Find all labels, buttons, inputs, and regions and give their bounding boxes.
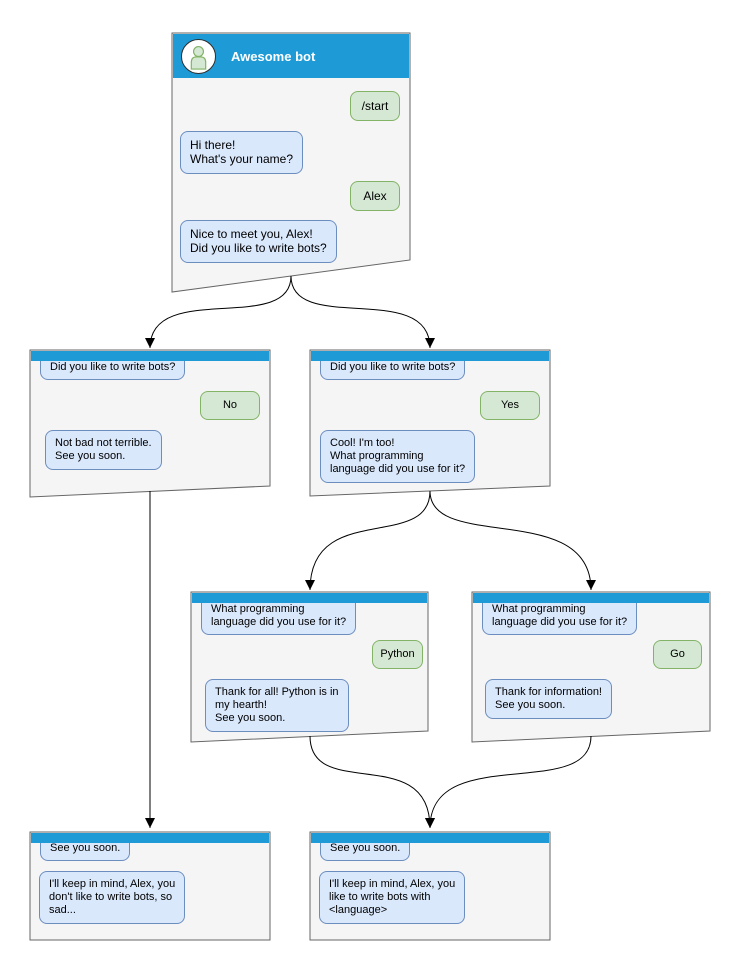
person-icon	[190, 45, 207, 70]
window-header-bar	[31, 351, 269, 361]
bot-message-bubble: Cool! I'm too! What programming language…	[320, 430, 476, 483]
bot-message-bubble: Hi there! What's your name?	[180, 131, 304, 174]
bot-message-bubble: What programming language did you use fo…	[482, 598, 638, 635]
bot-message-bubble: What programming language did you use fo…	[201, 598, 357, 635]
user-message-bubble: Python	[372, 640, 423, 669]
bot-title: Awesome bot	[231, 48, 316, 64]
window-header-bar	[473, 593, 709, 603]
window-header-bar	[31, 833, 269, 843]
connector-go-to-farewell-yes	[425, 735, 592, 829]
user-message-bubble: Yes	[480, 391, 540, 420]
window-header-bar	[311, 351, 549, 361]
bot-message-bubble: Nice to meet you, Alex! Did you like to …	[180, 220, 337, 263]
user-message-bubble: No	[200, 391, 260, 420]
user-message-bubble: Go	[653, 640, 702, 669]
window-header-bar	[311, 833, 549, 843]
user-message-bubble: /start	[350, 91, 400, 121]
bot-message-bubble: Not bad not terrible. See you soon.	[45, 430, 162, 470]
window-header-bar	[192, 593, 427, 603]
bot-message-bubble: I'll keep in mind, Alex, you like to wri…	[319, 871, 466, 924]
avatar	[181, 38, 216, 74]
bot-message-bubble: I'll keep in mind, Alex, you don't like …	[39, 871, 186, 924]
connector-root-to-no	[145, 275, 292, 349]
connector-yes-to-python	[305, 490, 431, 591]
bot-message-bubble: Thank for all! Python is in my hearth! S…	[205, 679, 349, 732]
bot-message-bubble: Thank for information! See you soon.	[485, 679, 612, 719]
chat-window-header: Awesome bot	[173, 34, 409, 78]
connector-yes-to-go	[429, 490, 596, 591]
connector-root-to-yes	[290, 275, 435, 349]
user-message-bubble: Alex	[350, 181, 400, 211]
connector-python-to-farewell-yes	[309, 735, 435, 829]
